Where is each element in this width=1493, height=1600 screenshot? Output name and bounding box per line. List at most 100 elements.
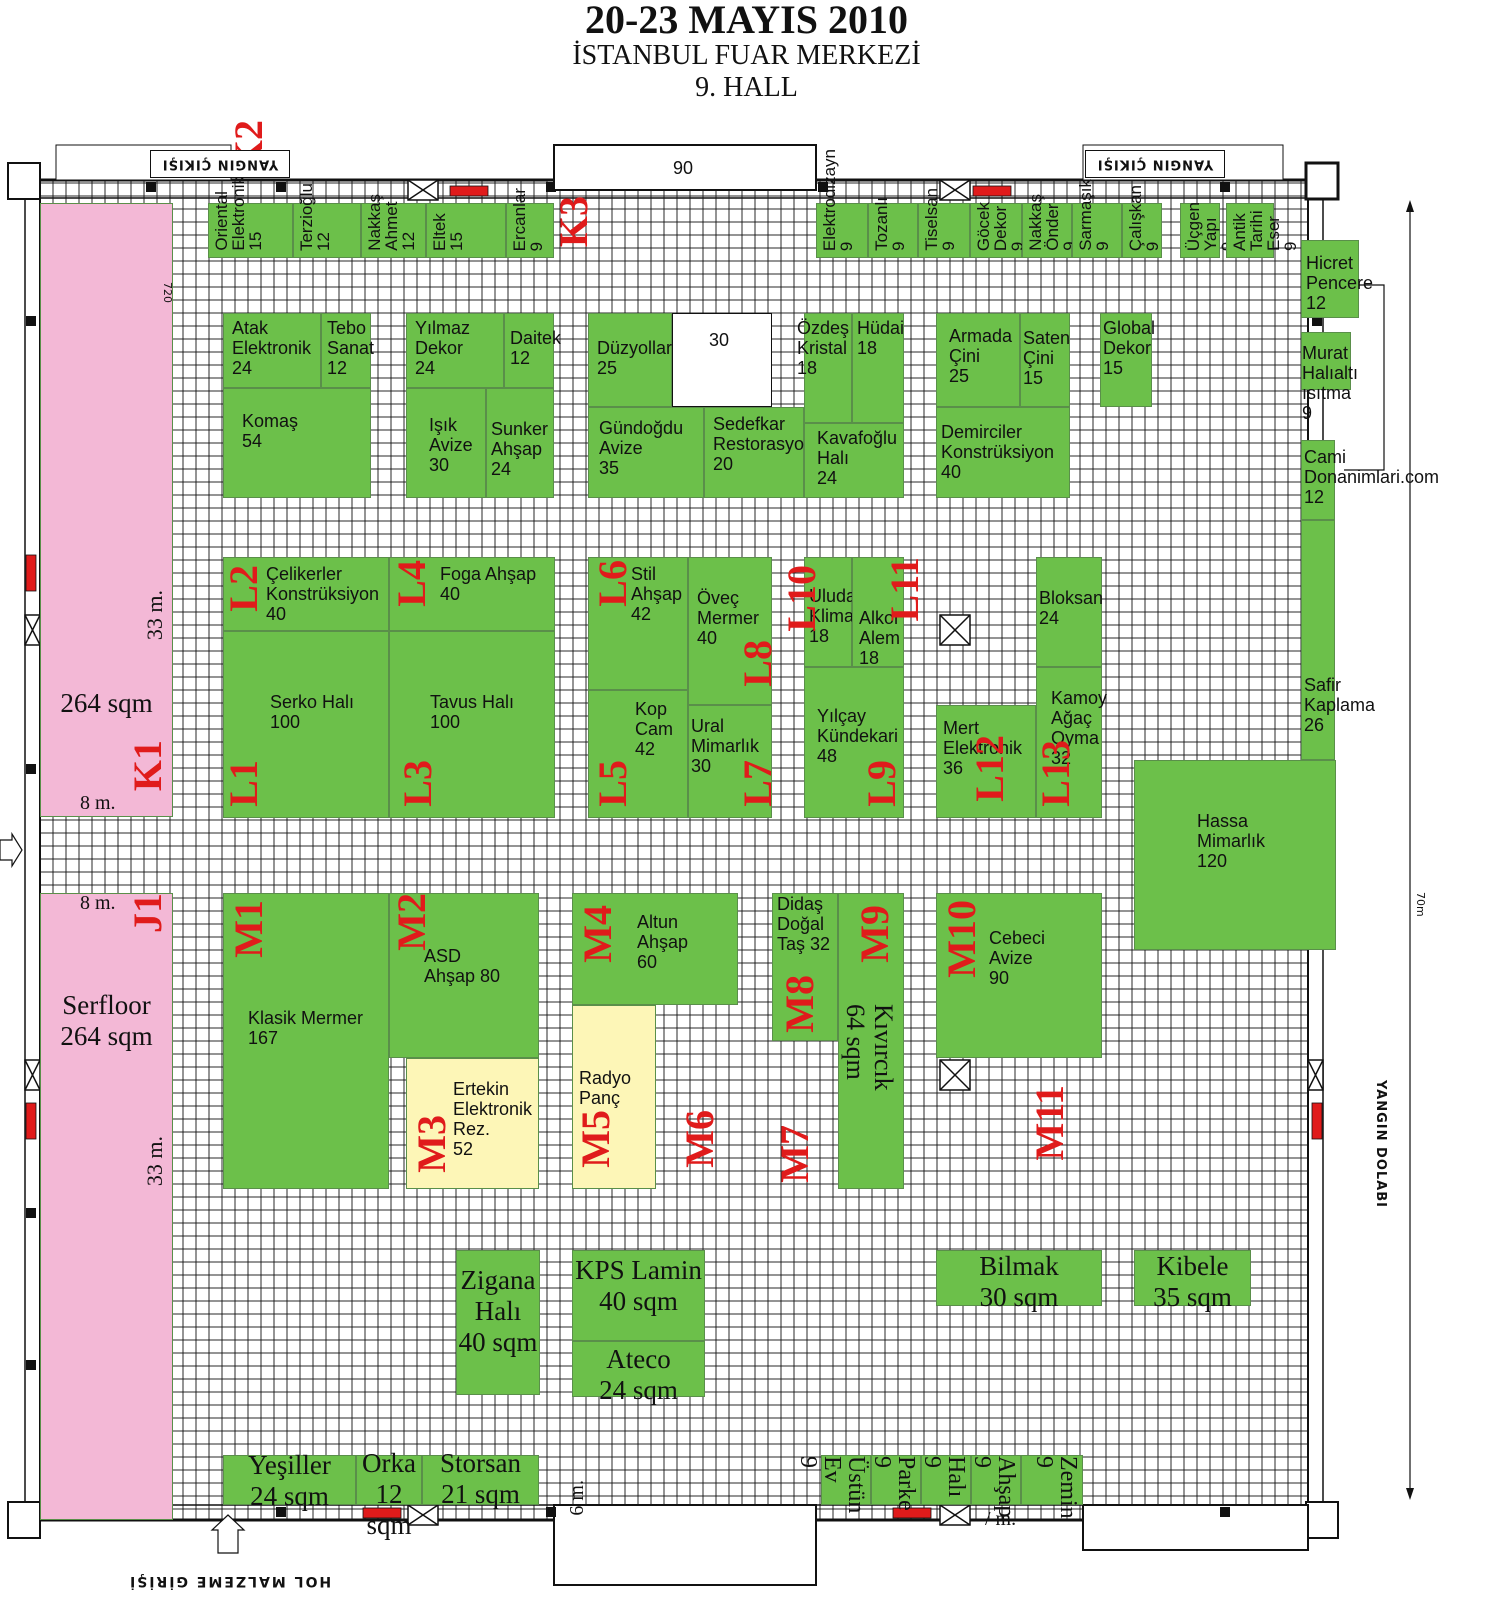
booth-asd[interactable]: ASD Ahşap 80 (389, 893, 539, 1058)
booth-mert[interactable]: Mert Elektronik 36 (936, 705, 1036, 818)
booth-ercanlar[interactable]: Ercanlar 9 (506, 188, 554, 258)
booth-stil[interactable]: Stil Ahşap 42 (588, 557, 688, 690)
booth-ucgen[interactable]: Üçgen Yapı 9 (1180, 202, 1237, 258)
booth-label: Didaş Doğal Taş 32 (777, 894, 831, 954)
booth-ural[interactable]: Ural Mimarlık 30 (688, 705, 772, 818)
booth-ozdes[interactable]: Özdeş Kristal 18 (797, 313, 852, 423)
booth-cami[interactable]: Cami Donanimlari.com 12 (1301, 440, 1439, 520)
booth-oriental[interactable]: Oriental Elektronik 15 (208, 176, 293, 258)
booth-antik[interactable]: Antik Tarihi Eser 9 (1226, 203, 1300, 258)
booth-kavafoglu[interactable]: Kavafoğlu Halı 24 (804, 423, 904, 498)
booth-duzyollar[interactable]: Düzyollar 25 (588, 313, 672, 407)
booth-kivircik[interactable]: Kıvırcık 64 sqm (838, 893, 904, 1189)
booth-yilmaz[interactable]: Yılmaz Dekor 24 (406, 313, 504, 388)
booth-demirciler[interactable]: Demirciler Konstrüksiyon 40 (936, 407, 1070, 498)
booth-label: Murat Halıaltı ısıtma 9 (1302, 343, 1359, 423)
booth-altun[interactable]: Altun Ahşap 60 (572, 893, 738, 1005)
booth-stand-90[interactable]: 90 (554, 145, 816, 190)
booth-radyo[interactable]: Radyo Panç (572, 1005, 656, 1189)
booth-j1[interactable]: Serfloor 264 sqm (40, 893, 173, 1520)
code-l9: L9 (859, 760, 904, 807)
booth-zemin[interactable]: Zemin 9 (1021, 1455, 1083, 1519)
booth-orka[interactable]: Orka 12 sqm (356, 1448, 422, 1540)
booth-ovec[interactable]: Öveç Mermer 40 (688, 557, 772, 705)
booth-caliskan[interactable]: Çalışkan 9 (1122, 185, 1162, 258)
booth-foga[interactable]: Foga Ahşap 40 (389, 557, 555, 631)
booth-label: Ural Mimarlık 30 (691, 716, 759, 776)
venue-name: İSTANBUL FUAR MERKEZİ (572, 40, 921, 71)
booth-ahsap9[interactable]: Ahşap 9 (969, 1455, 1021, 1517)
booth-parke[interactable]: Parke 9 (869, 1455, 921, 1511)
booth-saten[interactable]: Saten Çini 15 (1020, 313, 1070, 407)
dim-720: 720 (161, 282, 174, 303)
booth-label: Düzyollar 25 (597, 338, 673, 378)
fire-exit-right-text: YANGIN ÇIKIŞI (1096, 156, 1214, 172)
booth-kibele[interactable]: Kibele 35 sqm (1134, 1250, 1251, 1312)
booth-atak[interactable]: Atak Elektronik 24 (223, 313, 321, 388)
booth-isik[interactable]: Işık Avize 30 (406, 388, 486, 498)
booth-kps[interactable]: KPS Lamin 40 sqm (572, 1250, 705, 1341)
booth-tozanli[interactable]: Tozanlı 9 (868, 197, 918, 258)
booth-murat[interactable]: Murat Halıaltı ısıtma 9 (1301, 332, 1358, 423)
code-l8: L8 (735, 640, 780, 687)
booth-daitek[interactable]: Daitek 12 (504, 313, 561, 388)
booth-bilmak[interactable]: Bilmak 30 sqm (936, 1250, 1102, 1312)
booth-hicret[interactable]: Hicret Pencere 12 (1301, 240, 1373, 318)
booth-sarmasik[interactable]: Sarmaşık 9 (1072, 179, 1122, 258)
booth-gundogdu[interactable]: Gündoğdu Avize 35 (588, 407, 704, 498)
code-l13: L13 (1033, 740, 1078, 807)
booth-alkor[interactable]: Alkor Alem 18 (852, 557, 904, 668)
booth-label: Terzioğlu 12 (297, 182, 333, 251)
booth-kop[interactable]: Kop Cam 42 (588, 690, 688, 818)
booth-hudai[interactable]: Hüdai 18 (852, 313, 904, 423)
booth-nakkas-ahmet[interactable]: Nakkaş Ahmet 12 (361, 194, 426, 258)
booth-uludag[interactable]: Uludağ Klima 18 (804, 557, 866, 667)
booth-label: Üstün Ev 9 (795, 1456, 869, 1514)
booth-kamoy[interactable]: Kamoy Ağaç Oyma 32 (1036, 667, 1107, 818)
booth-ustun[interactable]: Üstün Ev 9 (795, 1455, 871, 1513)
booth-label: Bilmak 30 sqm (979, 1251, 1059, 1312)
booth-label: Yılmaz Dekor 24 (415, 318, 471, 378)
booth-klasik[interactable]: Klasik Mermer 167 (223, 893, 389, 1189)
dim-6m: 6 m. (566, 1480, 588, 1516)
dim-8m-top: 8 m. (80, 792, 116, 814)
booth-terzioglu[interactable]: Terzioğlu 12 (293, 183, 361, 258)
booth-storsan[interactable]: Storsan 21 sqm (422, 1448, 539, 1509)
booth-tebo[interactable]: Tebo Sanat 12 (321, 313, 374, 388)
booth-ertekin[interactable]: Ertekin Elektronik Rez. 52 (406, 1058, 539, 1189)
booth-cebeci[interactable]: Cebeci Avize 90 (936, 893, 1102, 1058)
code-m2: M2 (389, 893, 434, 951)
booth-global[interactable]: Global Dekor 15 (1100, 313, 1155, 407)
booth-stand-30[interactable]: 30 (672, 313, 772, 407)
booth-k1[interactable]: 264 sqm (40, 203, 173, 817)
booth-yesiller[interactable]: Yeşiller 24 sqm (223, 1450, 356, 1511)
booth-tiselsan[interactable]: Tiselsan 9 (918, 188, 970, 258)
booth-yilcay[interactable]: Yılçay Kündekari 48 (804, 667, 904, 818)
code-m10: M10 (939, 900, 984, 978)
booth-nakkas-onder[interactable]: Nakkaş Önder 9 (1022, 194, 1079, 258)
booth-hali9[interactable]: Halı 9 (919, 1455, 971, 1505)
booth-gocek[interactable]: Göcek Dekor 9 (970, 202, 1027, 258)
booth-tavus[interactable]: Tavus Halı 100 (389, 631, 555, 818)
booth-zigana[interactable]: Zigana Halı 40 sqm (456, 1250, 540, 1395)
booth-label: Kamoy Ağaç Oyma 32 (1051, 688, 1108, 768)
booth-sedefkar[interactable]: Sedefkar Restorasyon 20 (704, 407, 814, 498)
booth-eltek[interactable]: Eltek 15 (426, 203, 506, 258)
booth-armada[interactable]: Armada Çini 25 (936, 313, 1020, 407)
booth-didas[interactable]: Didaş Doğal Taş 32 (772, 893, 838, 1041)
booth-serko[interactable]: Serko Halı 100 (223, 631, 389, 818)
booth-label: Yılçay Kündekari 48 (817, 706, 899, 766)
booth-celikerler[interactable]: Çelikerler Konstrüksiyon 40 (223, 557, 389, 631)
booth-sunker[interactable]: Sunker Ahşap 24 (486, 388, 554, 498)
booth-safir[interactable]: Safir Kaplama 26 (1301, 520, 1375, 760)
booth-ateco[interactable]: Ateco 24 sqm (572, 1341, 705, 1405)
booth-hassa[interactable]: Hassa Mimarlık 120 (1134, 760, 1336, 950)
booth-bloksan[interactable]: Bloksan 24 (1036, 557, 1103, 667)
dim-33m-top: 33 m. (142, 590, 167, 641)
booth-label: 30 (709, 330, 730, 350)
booth-label: Antik Tarihi Eser 9 (1230, 210, 1300, 251)
booth-label: Oriental Elektronik 15 (212, 176, 265, 251)
booth-elektrodizayn[interactable]: Elektrodizayn 9 (816, 149, 868, 258)
booth-label: Saten Çini 15 (1023, 328, 1071, 388)
booth-komas[interactable]: Komaş 54 (223, 388, 371, 498)
